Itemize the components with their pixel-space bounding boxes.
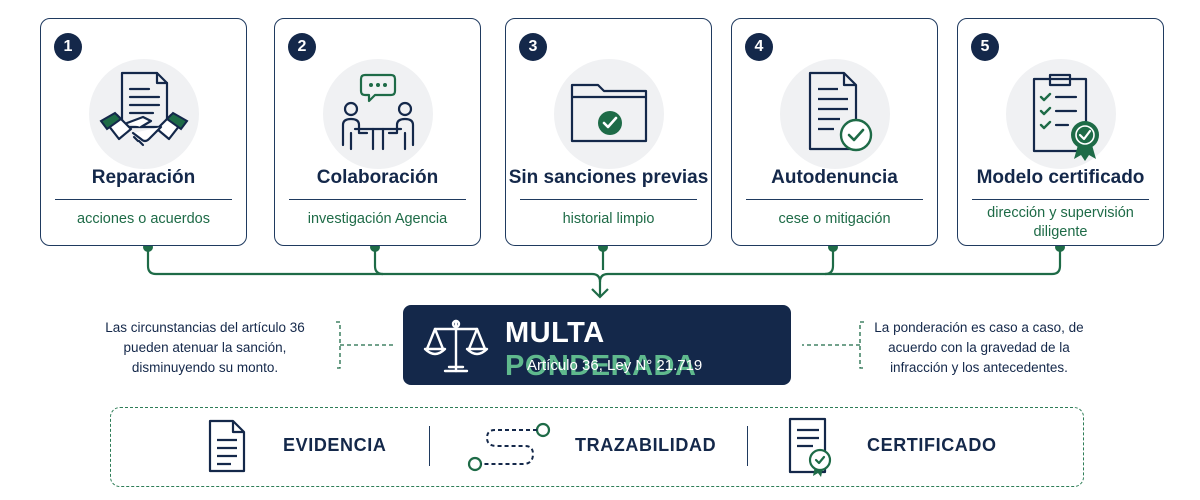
divider <box>289 199 466 200</box>
card-subtitle: historial limpio <box>562 211 655 227</box>
bottom-box: EVIDENCIA TRAZABILIDAD CERTIFICADO <box>110 407 1084 487</box>
center-title-part2: PONDERADA <box>505 350 697 382</box>
card-colaboracion: 2 Colaboración investigación Agencia <box>274 18 481 246</box>
card-subtitle: investigación Agencia <box>307 211 448 227</box>
card-title: Colaboración <box>316 167 439 188</box>
center-title: MULTA PONDERADA <box>505 317 791 383</box>
divider <box>972 199 1149 200</box>
center-subtitle: Artículo 36, Ley N° 21.719 <box>527 357 703 374</box>
card-title: Reparación <box>91 167 196 188</box>
card-reparacion: 1 Reparación acciones o acuerdos <box>40 18 247 246</box>
step-number: 4 <box>745 33 773 61</box>
divider <box>55 199 232 200</box>
card-subtitle: dirección y supervisión diligente <box>987 205 1134 240</box>
separator <box>429 426 430 466</box>
card-title: Modelo certificado <box>976 167 1145 188</box>
step-number: 3 <box>519 33 547 61</box>
scales-icon <box>423 319 489 373</box>
right-note: La ponderación es caso a caso, de acuerd… <box>874 320 1084 375</box>
bottom-label-trazabilidad: TRAZABILIDAD <box>575 435 717 455</box>
center-title-part1: MULTA <box>505 317 604 349</box>
meeting-chat-icon <box>322 59 433 169</box>
card-title: Autodenuncia <box>771 167 898 188</box>
multa-ponderada-box: MULTA PONDERADA Artículo 36, Ley N° 21.7… <box>403 305 791 385</box>
bottom-label-evidencia: EVIDENCIA <box>283 435 387 455</box>
bottom-label-certificado: CERTIFICADO <box>867 435 997 455</box>
certificate-icon <box>788 417 832 477</box>
step-number: 1 <box>54 33 82 61</box>
step-number: 2 <box>288 33 316 61</box>
separator <box>747 426 748 466</box>
divider <box>520 199 697 200</box>
card-modelo-certificado: 5 Modelo certificado dirección y supervi… <box>957 18 1164 246</box>
document-check-icon <box>779 59 890 169</box>
handshake-document-icon <box>88 59 199 169</box>
folder-check-icon <box>553 59 664 169</box>
card-autodenuncia: 4 Autodenuncia cese o mitigación <box>731 18 938 246</box>
path-icon <box>467 422 551 472</box>
card-subtitle: cese o mitigación <box>778 211 891 227</box>
checklist-badge-icon <box>1005 59 1116 169</box>
divider <box>746 199 923 200</box>
left-note: Las circunstancias del artículo 36 puede… <box>105 320 305 375</box>
card-subtitle: acciones o acuerdos <box>77 211 210 227</box>
card-title: Sin sanciones previas <box>508 167 709 188</box>
document-icon <box>208 419 246 473</box>
card-sin-sanciones: 3 Sin sanciones previas historial limpio <box>505 18 712 246</box>
step-number: 5 <box>971 33 999 61</box>
